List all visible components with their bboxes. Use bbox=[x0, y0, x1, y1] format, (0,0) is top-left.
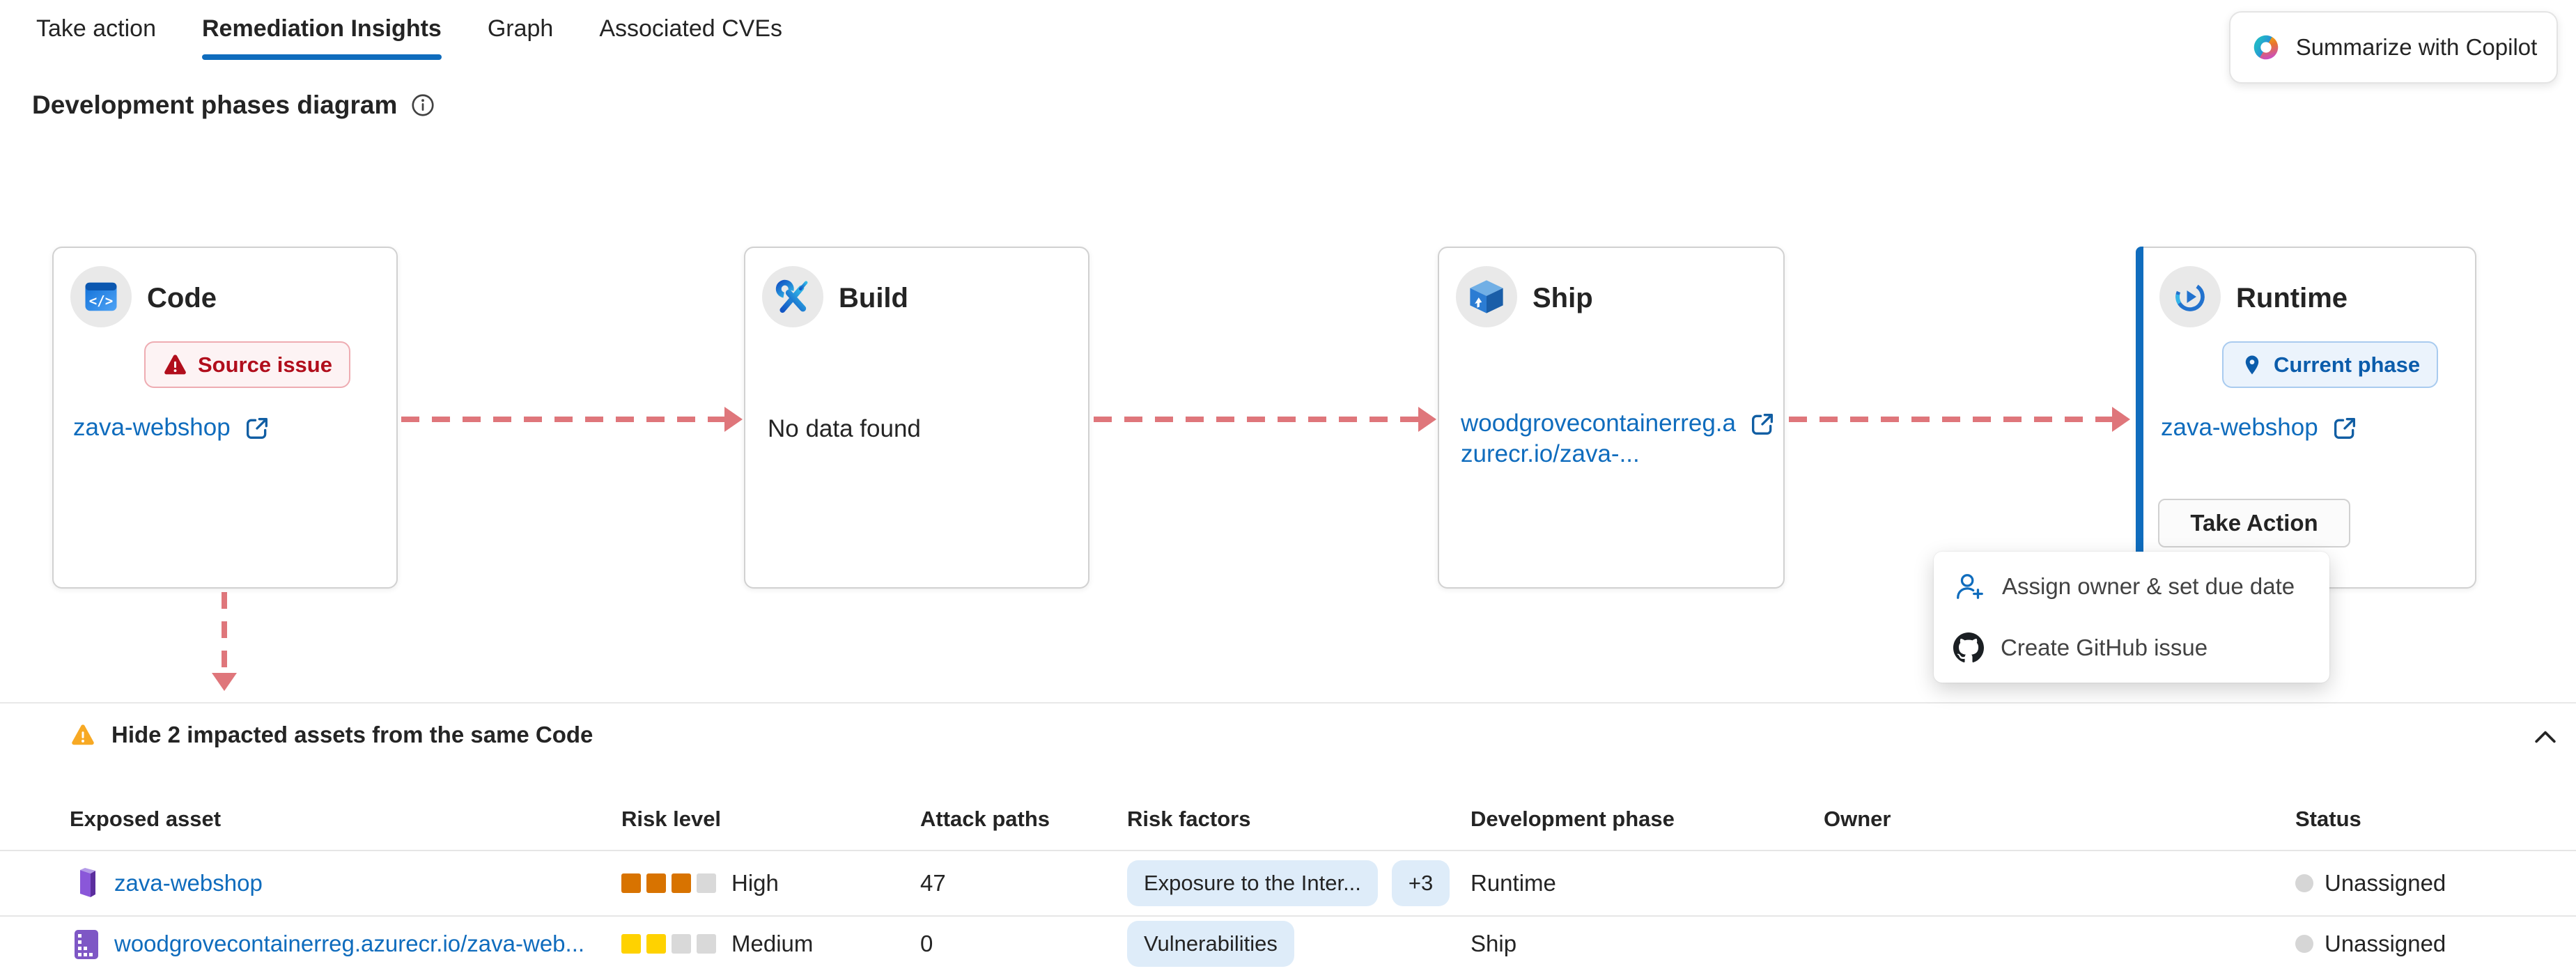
connector-ship-runtime bbox=[1789, 417, 2112, 422]
current-phase-indicator-strip bbox=[2136, 247, 2143, 589]
column-header-development-phase: Development phase bbox=[1471, 807, 1675, 831]
tab-associated-cves[interactable]: Associated CVEs bbox=[599, 15, 782, 42]
page-title: Development phases diagram bbox=[32, 91, 436, 120]
phase-card-ship: Ship woodgrovecontainerreg.a zurecr.io/z… bbox=[1438, 247, 1785, 589]
connector-code-assets-arrowhead bbox=[212, 673, 237, 691]
copilot-icon bbox=[2250, 31, 2282, 63]
current-phase-badge: Current phase bbox=[2222, 341, 2439, 388]
external-link-icon bbox=[2331, 414, 2359, 442]
table-row: zava-webshop High 47 Exposure to the Int… bbox=[0, 851, 2576, 917]
connector-code-build-arrowhead bbox=[724, 407, 743, 432]
column-header-risk-factors: Risk factors bbox=[1127, 807, 1251, 831]
risk-factor-pill: Vulnerabilities bbox=[1127, 921, 1294, 967]
external-link-icon bbox=[1748, 410, 1776, 438]
impacted-assets-toggle[interactable]: Hide 2 impacted assets from the same Cod… bbox=[70, 722, 593, 748]
risk-square bbox=[697, 873, 716, 893]
risk-factor-pill: Exposure to the Inter... bbox=[1127, 860, 1378, 906]
assets-table-header: Exposed asset Risk level Attack paths Ri… bbox=[0, 789, 2576, 851]
phase-title-ship: Ship bbox=[1533, 283, 1593, 313]
asset-link[interactable]: woodgrovecontainerreg.azurecr.io/zava-we… bbox=[114, 931, 585, 956]
development-phase-cell: Runtime bbox=[1471, 870, 1556, 896]
risk-factor-overflow-pill[interactable]: +3 bbox=[1391, 860, 1450, 906]
column-header-status: Status bbox=[2295, 807, 2361, 831]
build-phase-icon bbox=[762, 266, 823, 327]
location-pin-icon bbox=[2240, 353, 2264, 377]
column-header-attack-paths: Attack paths bbox=[920, 807, 1050, 831]
phase-card-code: </> Code Source issue zava-webshop bbox=[52, 247, 398, 589]
connector-build-ship-arrowhead bbox=[1418, 407, 1436, 432]
runtime-phase-icon bbox=[2159, 266, 2221, 327]
source-issue-badge: Source issue bbox=[144, 341, 350, 388]
person-add-icon bbox=[1953, 570, 1985, 603]
external-link-icon bbox=[243, 414, 271, 442]
status-cell: Unassigned bbox=[2295, 931, 2446, 957]
status-label: Unassigned bbox=[2325, 931, 2446, 956]
menu-item-create-github-issue[interactable]: Create GitHub issue bbox=[1934, 617, 2329, 678]
risk-square bbox=[672, 873, 691, 893]
container-image-icon bbox=[70, 927, 103, 961]
risk-square bbox=[672, 934, 691, 954]
impacted-assets-toggle-label: Hide 2 impacted assets from the same Cod… bbox=[111, 722, 593, 747]
status-dot bbox=[2295, 874, 2313, 892]
column-header-risk-level: Risk level bbox=[621, 807, 722, 831]
connector-ship-runtime-arrowhead bbox=[2112, 407, 2130, 432]
risk-square bbox=[646, 873, 666, 893]
section-divider bbox=[0, 702, 2576, 704]
development-phase-cell: Ship bbox=[1471, 931, 1517, 956]
risk-square bbox=[646, 934, 666, 954]
ship-phase-icon bbox=[1456, 266, 1517, 327]
risk-level-label: Medium bbox=[731, 931, 814, 956]
risk-factors-cell: Exposure to the Inter... +3 bbox=[1127, 860, 1464, 906]
status-label: Unassigned bbox=[2325, 870, 2446, 896]
phase-card-build: Build No data found bbox=[744, 247, 1089, 589]
svg-text:</>: </> bbox=[89, 293, 114, 309]
tab-bar: Take action Remediation Insights Graph A… bbox=[36, 13, 782, 60]
table-row: woodgrovecontainerreg.azurecr.io/zava-we… bbox=[0, 917, 2576, 971]
phase-card-runtime: Runtime Current phase zava-webshop Take … bbox=[2136, 247, 2476, 589]
asset-link[interactable]: zava-webshop bbox=[114, 870, 263, 896]
risk-square bbox=[621, 934, 641, 954]
take-action-menu: Assign owner & set due date Create GitHu… bbox=[1934, 552, 2329, 683]
warning-icon bbox=[70, 722, 96, 748]
github-icon bbox=[1953, 632, 1984, 663]
copilot-button-label: Summarize with Copilot bbox=[2295, 34, 2538, 60]
column-header-exposed-asset: Exposed asset bbox=[70, 807, 222, 831]
ship-asset-link[interactable]: woodgrovecontainerreg.a zurecr.io/zava-.… bbox=[1461, 408, 1776, 469]
code-phase-icon: </> bbox=[70, 266, 132, 327]
runtime-asset-link[interactable]: zava-webshop bbox=[2161, 412, 2359, 443]
summarize-with-copilot-button[interactable]: Summarize with Copilot bbox=[2229, 11, 2558, 84]
attack-paths-cell: 0 bbox=[920, 931, 933, 956]
menu-item-assign-owner[interactable]: Assign owner & set due date bbox=[1934, 556, 2329, 617]
code-asset-link[interactable]: zava-webshop bbox=[73, 412, 271, 443]
risk-level-cell: Medium bbox=[621, 931, 813, 957]
tab-graph[interactable]: Graph bbox=[487, 15, 554, 42]
status-dot bbox=[2295, 935, 2313, 953]
connector-code-assets bbox=[222, 592, 227, 674]
attack-paths-cell: 47 bbox=[920, 870, 946, 896]
container-app-icon bbox=[70, 867, 103, 900]
chevron-up-icon[interactable] bbox=[2530, 722, 2561, 752]
info-icon[interactable] bbox=[410, 92, 436, 118]
tab-take-action[interactable]: Take action bbox=[36, 15, 156, 42]
phase-title-code: Code bbox=[147, 283, 217, 313]
build-empty-text: No data found bbox=[768, 415, 921, 442]
phase-title-build: Build bbox=[839, 283, 908, 313]
column-header-owner: Owner bbox=[1824, 807, 1891, 831]
risk-square bbox=[621, 873, 641, 893]
risk-level-cell: High bbox=[621, 870, 779, 896]
risk-square bbox=[697, 934, 716, 954]
tab-remediation-insights[interactable]: Remediation Insights bbox=[202, 13, 442, 60]
connector-code-build bbox=[401, 417, 724, 422]
phase-title-runtime: Runtime bbox=[2236, 283, 2348, 313]
take-action-button[interactable]: Take Action bbox=[2158, 499, 2350, 547]
status-cell: Unassigned bbox=[2295, 870, 2446, 896]
warning-icon bbox=[162, 352, 188, 378]
risk-factors-cell: Vulnerabilities bbox=[1127, 921, 1308, 967]
connector-build-ship bbox=[1094, 417, 1418, 422]
risk-level-label: High bbox=[731, 870, 779, 896]
